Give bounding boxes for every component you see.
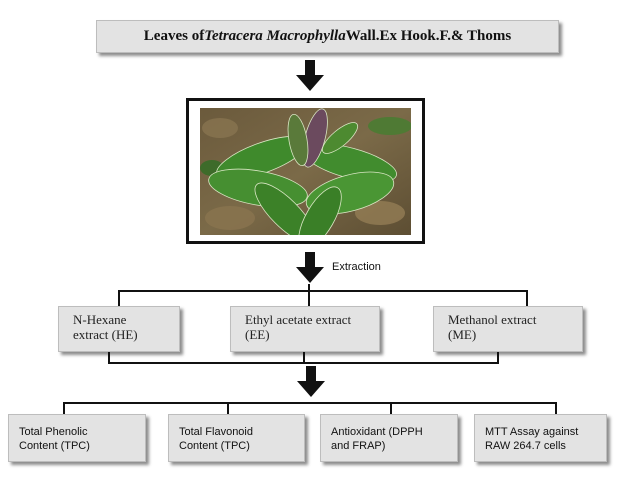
assay-tpc-line1: Total Phenolic bbox=[19, 426, 88, 438]
down-arrow-3 bbox=[297, 366, 325, 397]
assay-connector-top bbox=[63, 402, 557, 404]
extract-box-hexane: N-Hexane extract (HE) bbox=[58, 306, 180, 352]
leaf-photo-frame bbox=[186, 98, 425, 244]
extract-bottom-mid bbox=[303, 352, 305, 364]
extract-connector-right bbox=[526, 290, 528, 306]
extraction-label: Extraction bbox=[332, 261, 381, 273]
assay-box-mtt: MTT Assay against RAW 264.7 cells bbox=[474, 414, 607, 462]
assay-drop-1 bbox=[63, 402, 65, 414]
down-arrow-1 bbox=[296, 60, 324, 91]
extract-connector-left bbox=[118, 290, 120, 306]
extract-box-ethyl-acetate: Ethyl acetate extract (EE) bbox=[230, 306, 380, 352]
assay-box-antioxidant: Antioxidant (DPPH and FRAP) bbox=[320, 414, 458, 462]
extract-bottom-bar bbox=[108, 362, 499, 364]
extract-hexane-line1: N-Hexane bbox=[73, 312, 127, 327]
extract-bottom-left bbox=[108, 352, 110, 364]
extract-methanol-line2: (ME) bbox=[448, 327, 477, 342]
extract-box-methanol: Methanol extract (ME) bbox=[433, 306, 583, 352]
title-prefix: Leaves of bbox=[143, 28, 205, 44]
assay-mtt-line1: MTT Assay against bbox=[485, 426, 579, 438]
assay-box-tfc: Total Flavonoid Content (TPC) bbox=[168, 414, 305, 462]
down-arrow-2 bbox=[296, 252, 324, 283]
extract-ethyl-acetate-line2: (EE) bbox=[245, 327, 270, 342]
extract-ethyl-acetate-line1: Ethyl acetate extract bbox=[245, 312, 352, 327]
title-box: Leaves of Tetracera Macrophylla Wall.Ex … bbox=[96, 20, 559, 53]
assay-drop-2 bbox=[227, 402, 229, 414]
extract-hexane-line2: extract (HE) bbox=[73, 327, 138, 342]
assay-drop-4 bbox=[555, 402, 557, 414]
title-suffix: Wall.Ex Hook.F.& Thoms bbox=[345, 28, 512, 44]
assay-mtt-line2: RAW 264.7 cells bbox=[485, 440, 566, 452]
assay-antioxidant-line1: Antioxidant (DPPH bbox=[331, 426, 423, 438]
assay-tfc-line1: Total Flavonoid bbox=[179, 426, 253, 438]
assay-tpc-line2: Content (TPC) bbox=[19, 440, 90, 452]
extract-methanol-line1: Methanol extract bbox=[448, 312, 537, 327]
assay-drop-3 bbox=[390, 402, 392, 414]
title-species: Tetracera Macrophylla bbox=[204, 28, 346, 44]
extract-connector-top bbox=[118, 290, 528, 292]
assay-tfc-line2: Content (TPC) bbox=[179, 440, 250, 452]
extract-bottom-right bbox=[497, 352, 499, 364]
assay-box-tpc: Total Phenolic Content (TPC) bbox=[8, 414, 146, 462]
assay-antioxidant-line2: and FRAP) bbox=[331, 440, 386, 452]
extract-connector-mid bbox=[308, 284, 310, 306]
leaf-photo bbox=[200, 108, 411, 235]
